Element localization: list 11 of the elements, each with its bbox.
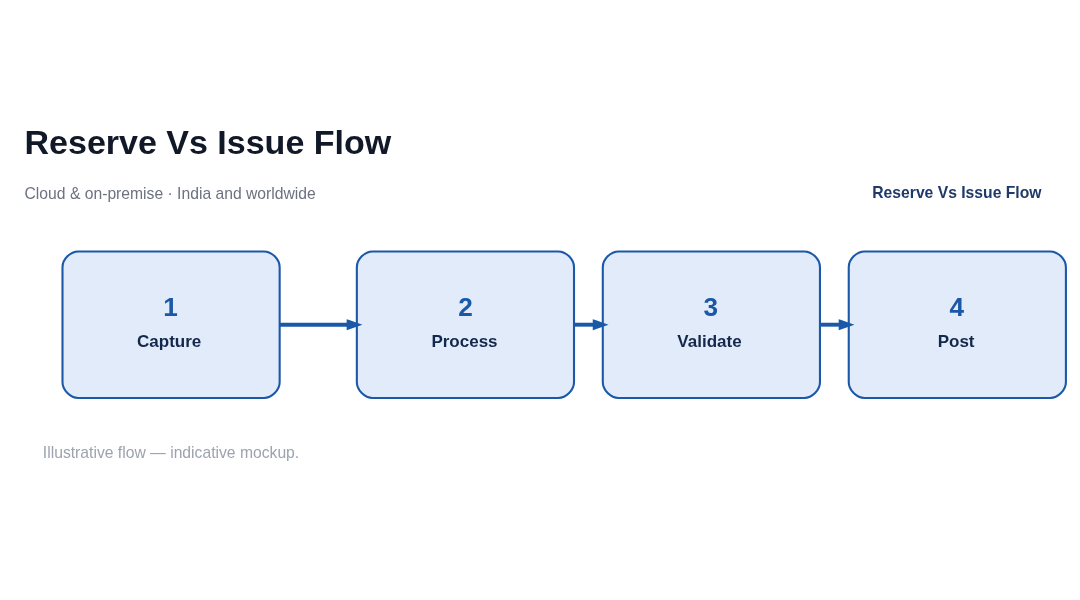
node-box: 4 Post — [847, 249, 1067, 399]
node-box: 1 Capture — [61, 249, 281, 399]
label: Reserve Vs Issue Flow — [872, 183, 1042, 201]
label: Illustrative flow — indicative mockup. — [42, 443, 300, 461]
diagram-title: Reserve Vs Issue Flow — [24, 122, 392, 161]
node-box: 3 Validate — [601, 249, 821, 399]
label: Cloud & on-premise · India and worldwide — [24, 184, 316, 202]
arrow — [820, 318, 855, 330]
node-box: 2 Process — [355, 249, 576, 399]
arrow — [574, 318, 609, 330]
arrow — [279, 318, 363, 330]
